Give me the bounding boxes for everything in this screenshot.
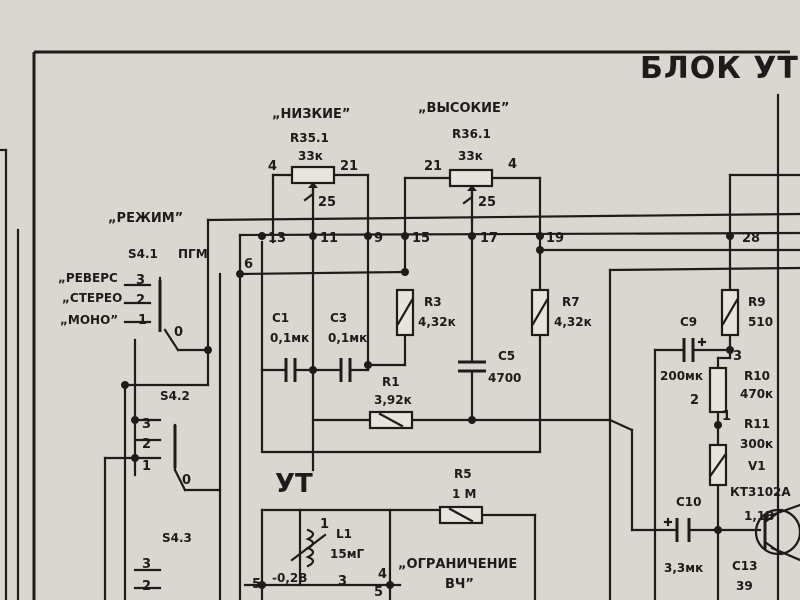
pin-21a: 21 bbox=[340, 159, 358, 174]
l1-ref: L1 bbox=[336, 527, 352, 541]
pin-21b: 21 bbox=[424, 159, 442, 174]
s41-pos2: 2 bbox=[136, 293, 145, 308]
wiring bbox=[103, 173, 800, 600]
l1-pin1: 1 bbox=[320, 517, 329, 532]
s42-label: S4.2 bbox=[160, 389, 190, 403]
label-mode: „РЕЖИМ” bbox=[108, 211, 183, 226]
v1-value: КТ3102А bbox=[730, 485, 791, 499]
s41-suffix: ПГМ bbox=[178, 247, 208, 261]
r10-pin2: 2 bbox=[690, 393, 699, 408]
pin-13: 13 bbox=[268, 231, 286, 246]
r35-ref: R35.1 bbox=[290, 131, 329, 145]
mode-reverse: „РЕВЕРС bbox=[58, 271, 118, 285]
r36-ref: R36.1 bbox=[452, 127, 491, 141]
r11-ref: R11 bbox=[744, 417, 770, 431]
r5-value: 1 М bbox=[452, 487, 476, 501]
pin-15: 15 bbox=[412, 231, 430, 246]
s41-pos0: 0 bbox=[174, 325, 183, 340]
r1-value: 3,92к bbox=[374, 393, 412, 407]
pin-25b: 25 bbox=[478, 195, 496, 210]
s42-pos0: 0 bbox=[182, 473, 191, 488]
pin-19: 19 bbox=[546, 231, 564, 246]
s42-pos2: 2 bbox=[142, 437, 151, 452]
r9-value: 510 bbox=[748, 315, 773, 329]
junctions bbox=[121, 232, 734, 589]
mode-stereo: „СТЕРЕО bbox=[62, 291, 122, 305]
s43-label: S4.3 bbox=[162, 531, 192, 545]
transistor-v1 bbox=[754, 508, 800, 556]
r36-value: 33к bbox=[458, 149, 483, 163]
inductor-l1 bbox=[290, 528, 327, 568]
c13-value: 39 bbox=[736, 579, 753, 593]
pot-wipers bbox=[303, 182, 477, 205]
block-title: БЛОК УТ bbox=[640, 51, 799, 86]
r3-value: 4,32к bbox=[418, 315, 456, 329]
label-limit-line1: „ОГРАНИЧЕНИЕ bbox=[398, 557, 517, 572]
mode-mono: „МОНО” bbox=[60, 313, 118, 327]
label-limit-line2: ВЧ” bbox=[445, 577, 474, 592]
c3-value: 0,1мк bbox=[328, 331, 367, 345]
s42-pos1: 1 bbox=[142, 459, 151, 474]
r9-ref: R9 bbox=[748, 295, 766, 309]
r1-ref: R1 bbox=[382, 375, 400, 389]
resistor-r36 bbox=[448, 168, 494, 188]
c1-ref: C1 bbox=[272, 311, 289, 325]
s41-pos1: 1 bbox=[138, 313, 147, 328]
r5-ref: R5 bbox=[454, 467, 472, 481]
pin-17: 17 bbox=[480, 231, 498, 246]
ut-block-label: УТ bbox=[275, 469, 313, 499]
r11-value: 300к bbox=[740, 437, 773, 451]
r10-value: 470к bbox=[740, 387, 773, 401]
pin-6: 6 bbox=[244, 257, 253, 272]
c9-value: 200мк bbox=[660, 369, 703, 383]
c13-ref: C13 bbox=[732, 559, 758, 573]
r10-pin3: 3 bbox=[733, 349, 742, 364]
pin-4a: 4 bbox=[268, 159, 277, 174]
r35-value: 33к bbox=[298, 149, 323, 163]
c9-ref: C9 bbox=[680, 315, 697, 329]
r7-ref: R7 bbox=[562, 295, 580, 309]
c10-value: 3,3мк bbox=[664, 561, 703, 575]
l1-pin3: 3 bbox=[338, 574, 347, 589]
r7-value: 4,32к bbox=[554, 315, 592, 329]
label-low: „НИЗКИЕ” bbox=[272, 107, 350, 122]
s43-pos2: 2 bbox=[142, 579, 151, 594]
pin-28: 28 bbox=[742, 231, 760, 246]
r10-ref: R10 bbox=[744, 369, 770, 383]
s41-label: S4.1 bbox=[128, 247, 158, 261]
c10-ref: C10 bbox=[676, 495, 702, 509]
c5-ref: C5 bbox=[498, 349, 515, 363]
pin-9: 9 bbox=[374, 231, 383, 246]
pin-4b: 4 bbox=[508, 157, 517, 172]
pin-25a: 25 bbox=[318, 195, 336, 210]
switch-contacts bbox=[158, 280, 177, 468]
capacitors bbox=[284, 337, 707, 542]
label-high: „ВЫСОКИЕ” bbox=[418, 101, 509, 116]
pin-5: 5 bbox=[252, 577, 261, 592]
s43-pos3: 3 bbox=[142, 557, 151, 572]
l1-voltage: -0,2В bbox=[272, 571, 307, 585]
r10-pin1: 1 bbox=[722, 409, 731, 424]
s41-pos3: 3 bbox=[136, 273, 145, 288]
r3-ref: R3 bbox=[424, 295, 442, 309]
l1-pin5: 5 bbox=[374, 585, 383, 600]
resistor-r35 bbox=[290, 165, 336, 185]
l1-value: 15мГ bbox=[330, 547, 365, 561]
s42-pos3: 3 bbox=[142, 417, 151, 432]
resistors bbox=[290, 165, 740, 525]
block-frame bbox=[0, 50, 790, 600]
c3-ref: C3 bbox=[330, 311, 347, 325]
v1-voltage: 1,1В bbox=[744, 509, 774, 523]
c1-value: 0,1мк bbox=[270, 331, 309, 345]
c5-value: 4700 bbox=[488, 371, 521, 385]
v1-ref: V1 bbox=[748, 459, 766, 473]
pin-11: 11 bbox=[320, 231, 338, 246]
resistor-r10 bbox=[708, 366, 728, 414]
l1-pin4: 4 bbox=[378, 567, 387, 582]
